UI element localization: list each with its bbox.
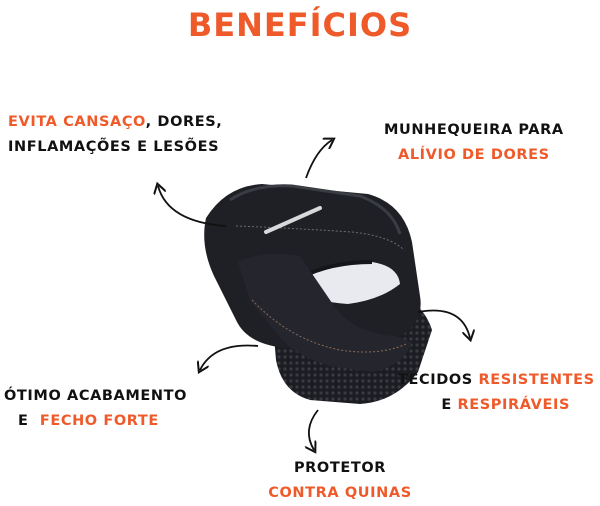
benefit-accent: FECHO FORTE <box>39 413 159 429</box>
arrow-bottom <box>309 409 319 450</box>
benefit-text: E <box>18 413 29 429</box>
benefit-top-left: EVITA CANSAÇO, DORES, INFLAMAÇÕES E LESÕ… <box>8 110 222 160</box>
arrow-mid-right <box>417 309 470 338</box>
page-title: BENEFÍCIOS <box>187 6 413 44</box>
benefit-accent: CONTRA QUINAS <box>268 485 412 501</box>
benefit-accent: EVITA CANSAÇO <box>8 114 146 130</box>
benefit-top-right: MUNHEQUEIRA PARA ALÍVIO DE DORES <box>384 118 564 168</box>
benefit-mid-right: TECIDOS RESISTENTES E RESPIRÁVEIS <box>398 368 594 418</box>
benefit-text: , DORES, <box>145 114 223 130</box>
benefit-text: TECIDOS <box>398 372 473 388</box>
benefit-text: PROTETOR <box>293 460 387 476</box>
benefit-text: E <box>441 397 452 413</box>
benefit-text: INFLAMAÇÕES E LESÕES <box>8 139 220 155</box>
benefit-accent: RESPIRÁVEIS <box>457 397 570 413</box>
arrow-top-left <box>158 186 227 227</box>
benefit-text: MUNHEQUEIRA PARA <box>384 122 564 138</box>
benefit-accent: ALÍVIO DE DORES <box>398 147 550 163</box>
benefit-text: ÓTIMO ACABAMENTO <box>4 388 188 404</box>
benefit-mid-left: ÓTIMO ACABAMENTO E FECHO FORTE <box>4 384 187 434</box>
arrow-top-right <box>305 140 332 179</box>
arrow-mid-left <box>200 344 259 371</box>
benefit-accent: RESISTENTES <box>478 372 595 388</box>
wrist-support-image <box>204 184 432 404</box>
benefit-bottom: PROTETOR CONTRA QUINAS <box>252 456 428 506</box>
